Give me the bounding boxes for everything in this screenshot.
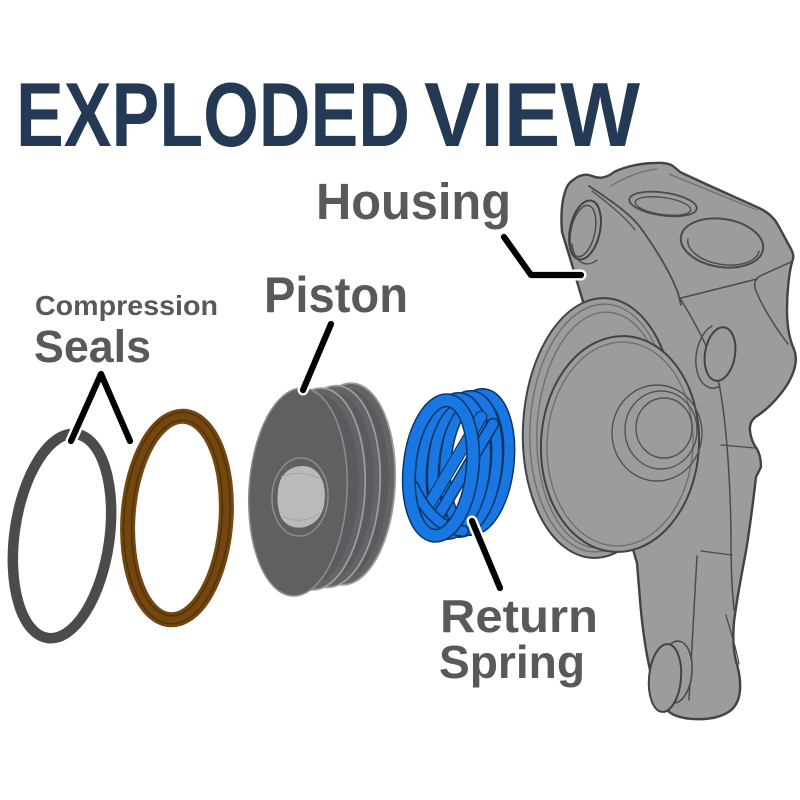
svg-text:Return: Return — [440, 590, 598, 642]
svg-text:VIEW: VIEW — [424, 65, 640, 166]
svg-text:EXPLODED: EXPLODED — [16, 65, 410, 166]
svg-text:Seals: Seals — [34, 321, 151, 372]
svg-text:Spring: Spring — [439, 636, 585, 688]
svg-text:Piston: Piston — [264, 267, 408, 323]
svg-text:Compression: Compression — [35, 290, 218, 321]
svg-text:Housing: Housing — [316, 173, 511, 230]
